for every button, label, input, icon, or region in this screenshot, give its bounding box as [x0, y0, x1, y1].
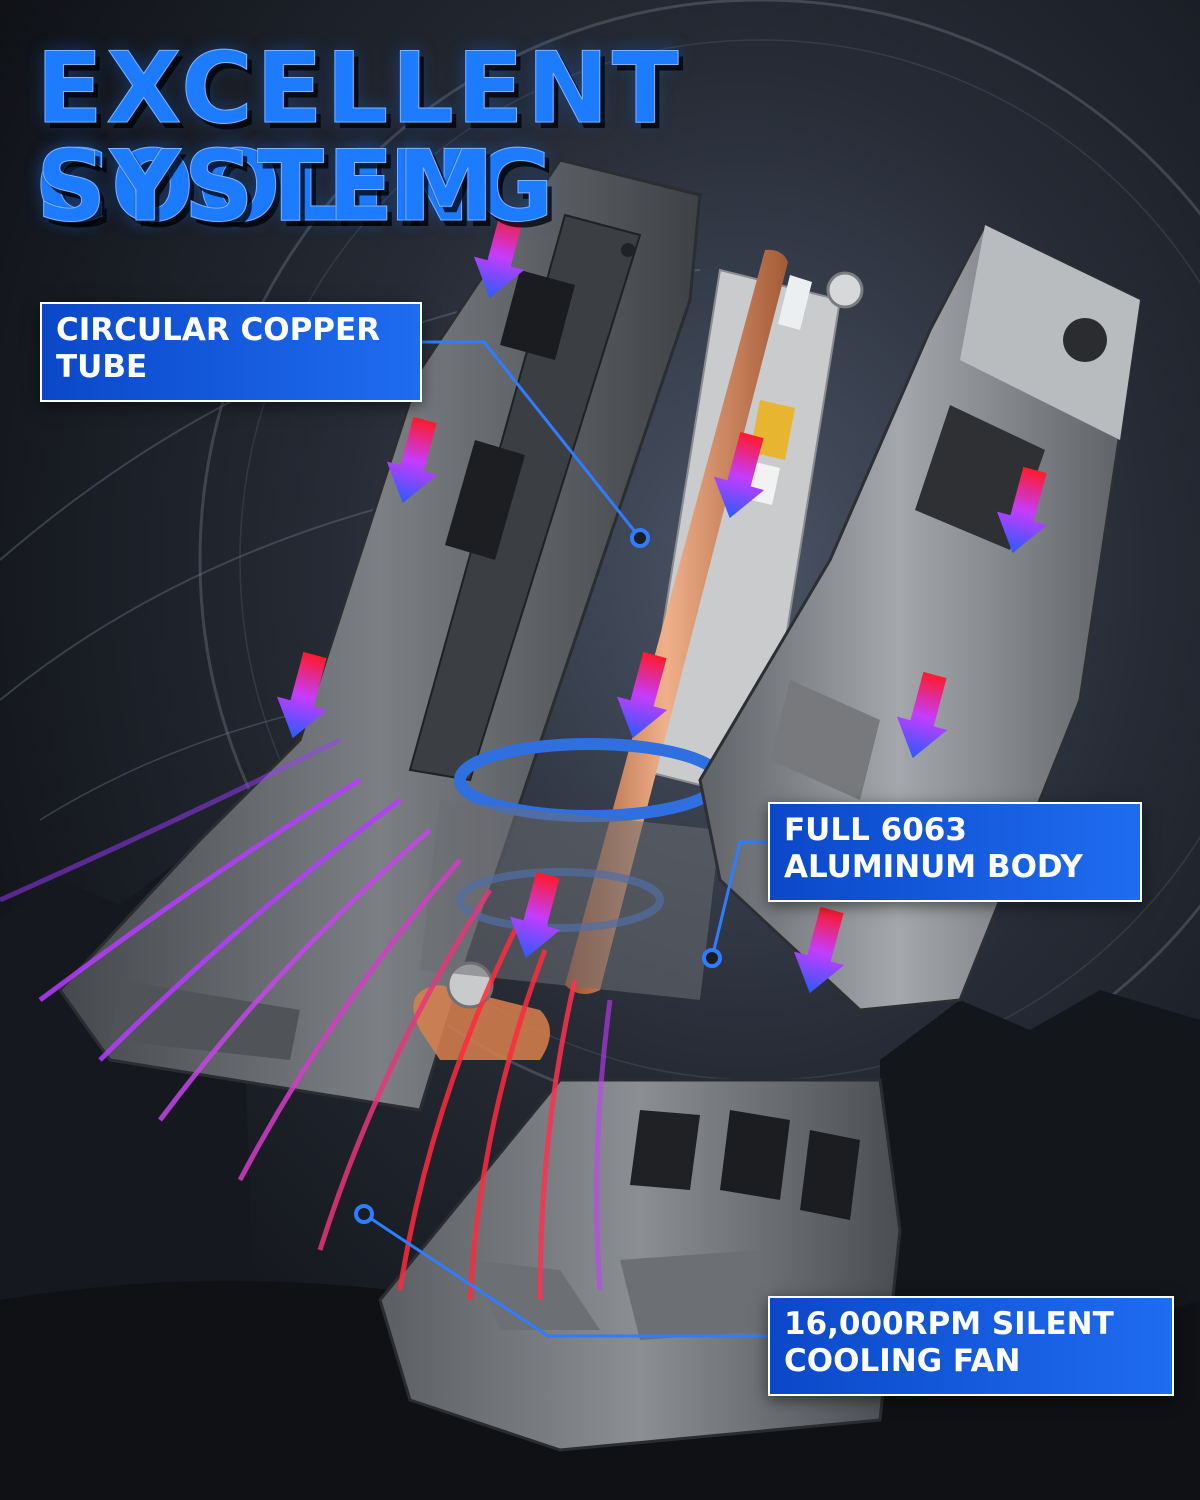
callout-copper-tube-line-2: TUBE	[56, 349, 148, 385]
airflow-lines	[0, 737, 613, 1301]
callout-copper-tube: CIRCULAR COPPER TUBE	[40, 302, 422, 402]
red-to-blue-down-arrow-icon	[386, 416, 438, 504]
callout-copper-tube-line-1: CIRCULAR COPPER	[56, 312, 381, 348]
ring-dot-icon	[630, 528, 650, 548]
red-to-blue-down-arrow-icon	[616, 651, 668, 739]
red-to-blue-down-arrow-icon	[896, 671, 948, 759]
copper-tube-assembly	[413, 249, 864, 1060]
red-to-blue-down-arrow-icon	[996, 466, 1048, 554]
ring-dot-icon	[354, 1204, 374, 1224]
title-line-2: SYSTEM	[35, 130, 498, 244]
red-to-blue-down-arrow-icon	[793, 906, 845, 994]
callout-cooling-fan: 16,000RPM SILENT COOLING FAN	[768, 1296, 1174, 1396]
callout-aluminum-body-line-2: ALUMINUM BODY	[784, 849, 1083, 885]
pointer-line-copper	[392, 340, 642, 539]
callout-cooling-fan-line-2: COOLING FAN	[784, 1343, 1021, 1379]
red-to-blue-down-arrow-icon	[276, 651, 328, 739]
pointer-line-fan	[363, 1212, 768, 1338]
callout-aluminum-body-line-1: FULL 6063	[784, 812, 967, 848]
callout-pointers	[354, 340, 768, 1338]
callout-aluminum-body: FULL 6063 ALUMINUM BODY	[768, 802, 1142, 902]
red-to-blue-down-arrow-icon	[713, 431, 765, 519]
red-to-blue-down-arrow-icon	[473, 211, 525, 299]
callout-cooling-fan-line-1: 16,000RPM SILENT	[784, 1306, 1114, 1342]
pointer-line-aluminum	[710, 840, 768, 959]
ring-dot-icon	[702, 948, 722, 968]
airflow-arrows	[276, 211, 1048, 994]
title-line-1: EXCELLENT COOLING	[36, 32, 682, 244]
red-to-blue-down-arrow-icon	[509, 871, 561, 959]
